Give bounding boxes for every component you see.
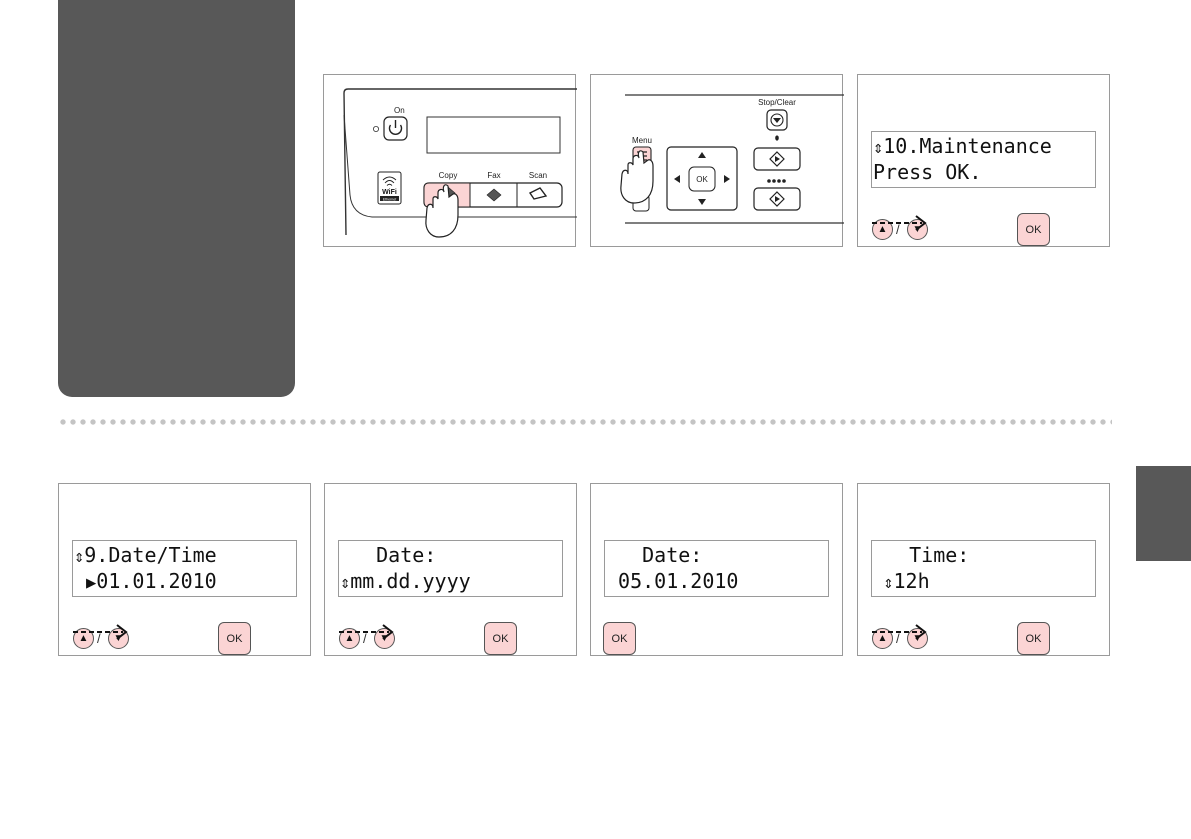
stop-icon [770,113,784,127]
step-panel-date-entry: Date: 05.01.2010 OK [590,483,843,656]
step-panel-date-format: Date: ⇕mm.dd.yyyy ▲ / ▼ OK [324,483,577,656]
pointing-hand-icon [620,150,654,204]
step-illustration-menu: Stop/Clear OK Menu k [590,74,844,247]
select-indicator-icon: ▶ [86,573,97,593]
lcd-line-1: 9.Date/Time [84,543,217,567]
lcd-line-2: Press OK. [873,160,982,184]
lcd-line-2: 01.01.2010 [96,569,217,593]
up-arrow-icon: ▲ [877,224,888,235]
menu-panel-illustration: Stop/Clear OK Menu k [620,94,844,224]
start-icon [769,151,785,167]
step-panel-date-time: ⇕9.Date/Time ▶01.01.2010 ▲ / ▼ OK [58,483,311,656]
step-panel-time-format: Time: ⇕12h ▲ / ▼ OK [857,483,1110,656]
ok-button[interactable]: OK [603,622,636,655]
ethernet-label: Ethernet [383,197,397,201]
lcd-line-1: Date: [340,543,437,567]
dashed-arrow-icon [73,624,128,640]
control-panel-illustration: On WiFi Ethernet Copy Fax Scan [343,88,577,238]
on-label: On [394,106,405,115]
ok-pad-label: OK [696,175,708,184]
ok-button[interactable]: OK [484,622,517,655]
updown-indicator-icon: ⇕ [873,138,884,158]
button-sequence: ▲ / ▼ OK [870,621,1100,657]
lcd-line-2: 12h [893,569,930,593]
updown-indicator-icon: ⇕ [873,573,894,593]
lcd-line-2: 05.01.2010 [606,569,739,593]
menu-label: Menu [632,136,652,145]
step-panel-maintenance: ⇕10.Maintenance Press OK. ▲ / ▼ OK [857,74,1110,247]
up-arrow-icon: ▲ [877,633,888,644]
power-button[interactable] [383,116,408,141]
ok-button[interactable]: OK [1017,213,1050,246]
button-sequence: ▲ / ▼ OK [337,621,567,657]
updown-indicator-icon: ⇕ [340,573,351,593]
down-arrow-icon [698,199,706,205]
lcd-display: ⇕9.Date/Time ▶01.01.2010 [72,540,297,597]
scan-label: Scan [529,171,547,180]
fax-label: Fax [487,171,500,180]
ok-button[interactable]: OK [218,622,251,655]
up-button[interactable]: ▲ [872,628,893,649]
wifi-label: WiFi [382,189,397,196]
lcd-display: Time: ⇕12h [871,540,1096,597]
button-sequence: ▲ / ▼ OK [870,212,1100,248]
chapter-sidebar [58,0,295,397]
up-arrow-icon [698,152,706,158]
dotted-divider [58,419,1112,425]
dashed-arrow-icon [872,215,927,231]
lcd-display: Date: 05.01.2010 [604,540,829,597]
up-arrow-icon: ▲ [344,633,355,644]
stop-clear-label: Stop/Clear [758,98,796,107]
ok-pad-button[interactable] [688,166,716,192]
power-icon [388,124,403,135]
button-sequence: ▲ / ▼ OK [71,621,301,657]
right-arrow-icon [724,175,730,183]
up-button[interactable]: ▲ [339,628,360,649]
dashed-arrow-icon [339,624,394,640]
pointing-hand-icon [425,184,459,238]
left-arrow-icon [674,175,680,183]
chapter-tab [1136,466,1191,561]
power-led-icon [373,126,380,133]
ok-button[interactable]: OK [1017,622,1050,655]
lcd-line-1: 10.Maintenance [883,134,1052,158]
lcd-line-1: Date: [606,543,703,567]
up-button[interactable]: ▲ [73,628,94,649]
lcd-line-2: mm.dd.yyyy [350,569,471,593]
lcd-line-1: Time: [873,543,970,567]
lcd-display: ⇕10.Maintenance Press OK. [871,131,1096,188]
up-button[interactable]: ▲ [872,219,893,240]
copy-label: Copy [439,171,458,180]
scan-icon [528,187,548,200]
wifi-icon [382,176,397,186]
lcd-window [426,116,561,154]
dashed-arrow-icon [872,624,927,640]
fax-icon [486,188,502,202]
button-sequence: OK [603,621,833,657]
up-arrow-icon: ▲ [78,633,89,644]
updown-indicator-icon: ⇕ [74,547,85,567]
step-illustration-copy: On WiFi Ethernet Copy Fax Scan [323,74,577,247]
lcd-display: Date: ⇕mm.dd.yyyy [338,540,563,597]
